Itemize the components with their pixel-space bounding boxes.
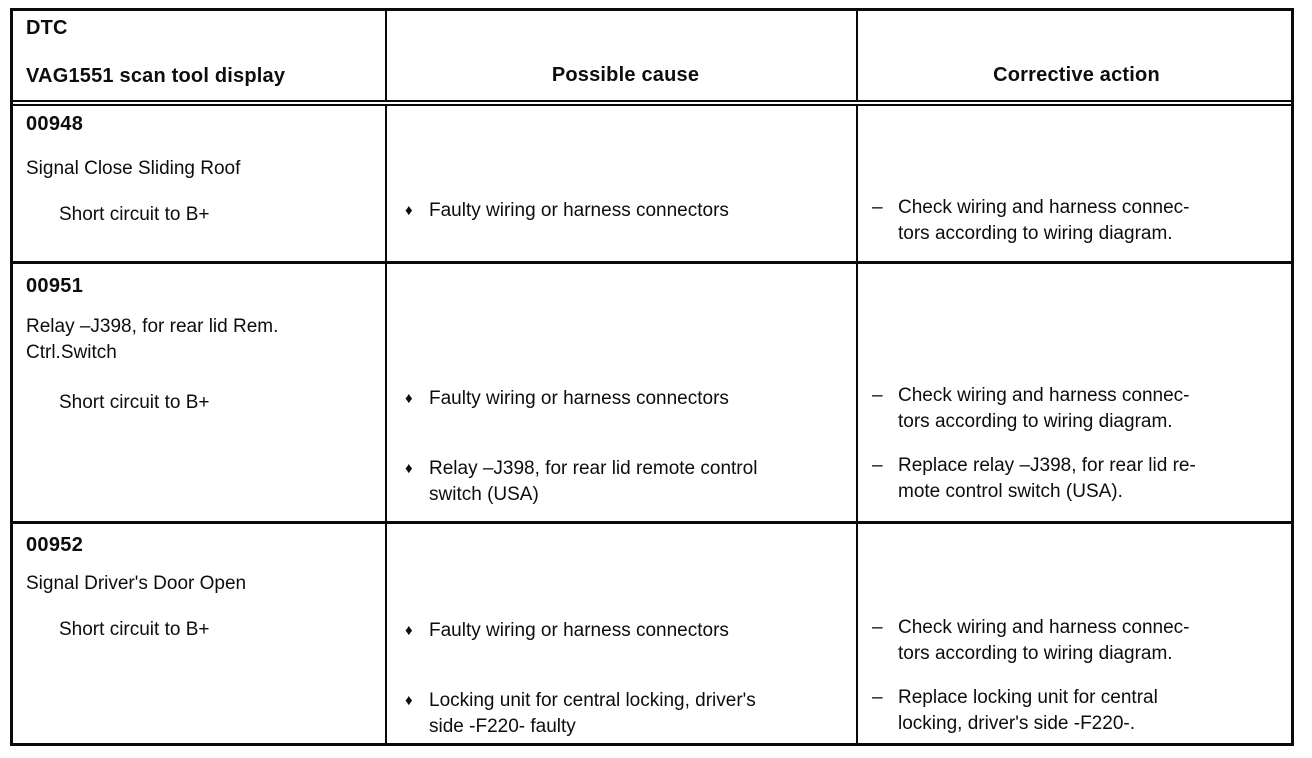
dtc-code: 00951 [26, 275, 84, 297]
cause-item: ♦ Locking unit for central locking, driv… [405, 688, 846, 740]
diamond-bullet-icon: ♦ [405, 202, 413, 219]
dtc-description: Signal Close Sliding Roof [26, 158, 241, 179]
diamond-bullet-icon: ♦ [405, 460, 413, 477]
diamond-bullet-icon: ♦ [405, 390, 413, 407]
dtc-cell: 00951 Relay –J398, for rear lid Rem. Ctr… [13, 264, 387, 521]
action-text: Replace relay –J398, for rear lid re- mo… [898, 455, 1196, 502]
cause-text: Locking unit for central locking, driver… [429, 690, 756, 737]
cause-text: Faulty wiring or harness connectors [429, 388, 729, 409]
header-possible-cause-column: Possible cause [387, 11, 858, 100]
diamond-bullet-icon: ♦ [405, 692, 413, 709]
corrective-action-cell: – Check wiring and harness connec- tors … [858, 106, 1291, 261]
dtc-cell: 00952 Signal Driver's Door Open Short ci… [13, 524, 387, 743]
header-possible-cause-label: Possible cause [551, 64, 700, 86]
header-dtc-label: DTC [26, 17, 68, 39]
possible-cause-cell: ♦ Faulty wiring or harness connectors ♦ … [387, 524, 858, 743]
dash-bullet-icon: – [872, 455, 883, 476]
dtc-condition: Short circuit to B+ [59, 204, 210, 225]
table-row-00951: 00951 Relay –J398, for rear lid Rem. Ctr… [13, 264, 1291, 524]
cause-text: Faulty wiring or harness connectors [429, 620, 729, 641]
dtc-cell: 00948 Signal Close Sliding Roof Short ci… [13, 106, 387, 261]
dash-bullet-icon: – [872, 617, 883, 638]
action-item: – Check wiring and harness connec- tors … [872, 195, 1281, 247]
dtc-code: 00952 [26, 534, 84, 556]
dtc-description: Relay –J398, for rear lid Rem. Ctrl.Swit… [26, 316, 279, 363]
action-text: Check wiring and harness connec- tors ac… [898, 617, 1190, 664]
action-text: Replace locking unit for central locking… [898, 687, 1158, 734]
dtc-table: DTC VAG1551 scan tool display Possible c… [10, 8, 1294, 746]
diamond-bullet-icon: ♦ [405, 622, 413, 639]
header-scan-tool-label: VAG1551 scan tool display [26, 65, 286, 87]
dtc-description: Signal Driver's Door Open [26, 573, 247, 594]
dash-bullet-icon: – [872, 385, 883, 406]
action-item: – Replace relay –J398, for rear lid re- … [872, 453, 1281, 505]
dash-bullet-icon: – [872, 197, 883, 218]
dtc-condition: Short circuit to B+ [59, 619, 210, 640]
cause-item: ♦ Faulty wiring or harness connectors [405, 386, 846, 412]
header-corrective-action-label: Corrective action [993, 64, 1160, 86]
dtc-code: 00948 [26, 113, 84, 135]
table-row-00952: 00952 Signal Driver's Door Open Short ci… [13, 524, 1291, 743]
action-item: – Check wiring and harness connec- tors … [872, 383, 1281, 435]
table-header-row: DTC VAG1551 scan tool display Possible c… [13, 11, 1291, 106]
cause-text: Faulty wiring or harness connectors [429, 200, 729, 221]
table-row-00948: 00948 Signal Close Sliding Roof Short ci… [13, 106, 1291, 264]
dash-bullet-icon: – [872, 687, 883, 708]
header-dtc-column: DTC VAG1551 scan tool display [13, 11, 387, 100]
possible-cause-cell: ♦ Faulty wiring or harness connectors [387, 106, 858, 261]
action-item: – Check wiring and harness connec- tors … [872, 615, 1281, 667]
action-text: Check wiring and harness connec- tors ac… [898, 385, 1190, 432]
dtc-condition: Short circuit to B+ [59, 392, 210, 413]
cause-item: ♦ Relay –J398, for rear lid remote contr… [405, 456, 846, 508]
cause-item: ♦ Faulty wiring or harness connectors [405, 198, 846, 224]
cause-text: Relay –J398, for rear lid remote control… [429, 458, 758, 505]
header-corrective-action-column: Corrective action [858, 11, 1291, 100]
action-text: Check wiring and harness connec- tors ac… [898, 197, 1190, 244]
corrective-action-cell: – Check wiring and harness connec- tors … [858, 524, 1291, 743]
cause-item: ♦ Faulty wiring or harness connectors [405, 618, 846, 644]
action-item: – Replace locking unit for central locki… [872, 685, 1281, 737]
corrective-action-cell: – Check wiring and harness connec- tors … [858, 264, 1291, 521]
possible-cause-cell: ♦ Faulty wiring or harness connectors ♦ … [387, 264, 858, 521]
